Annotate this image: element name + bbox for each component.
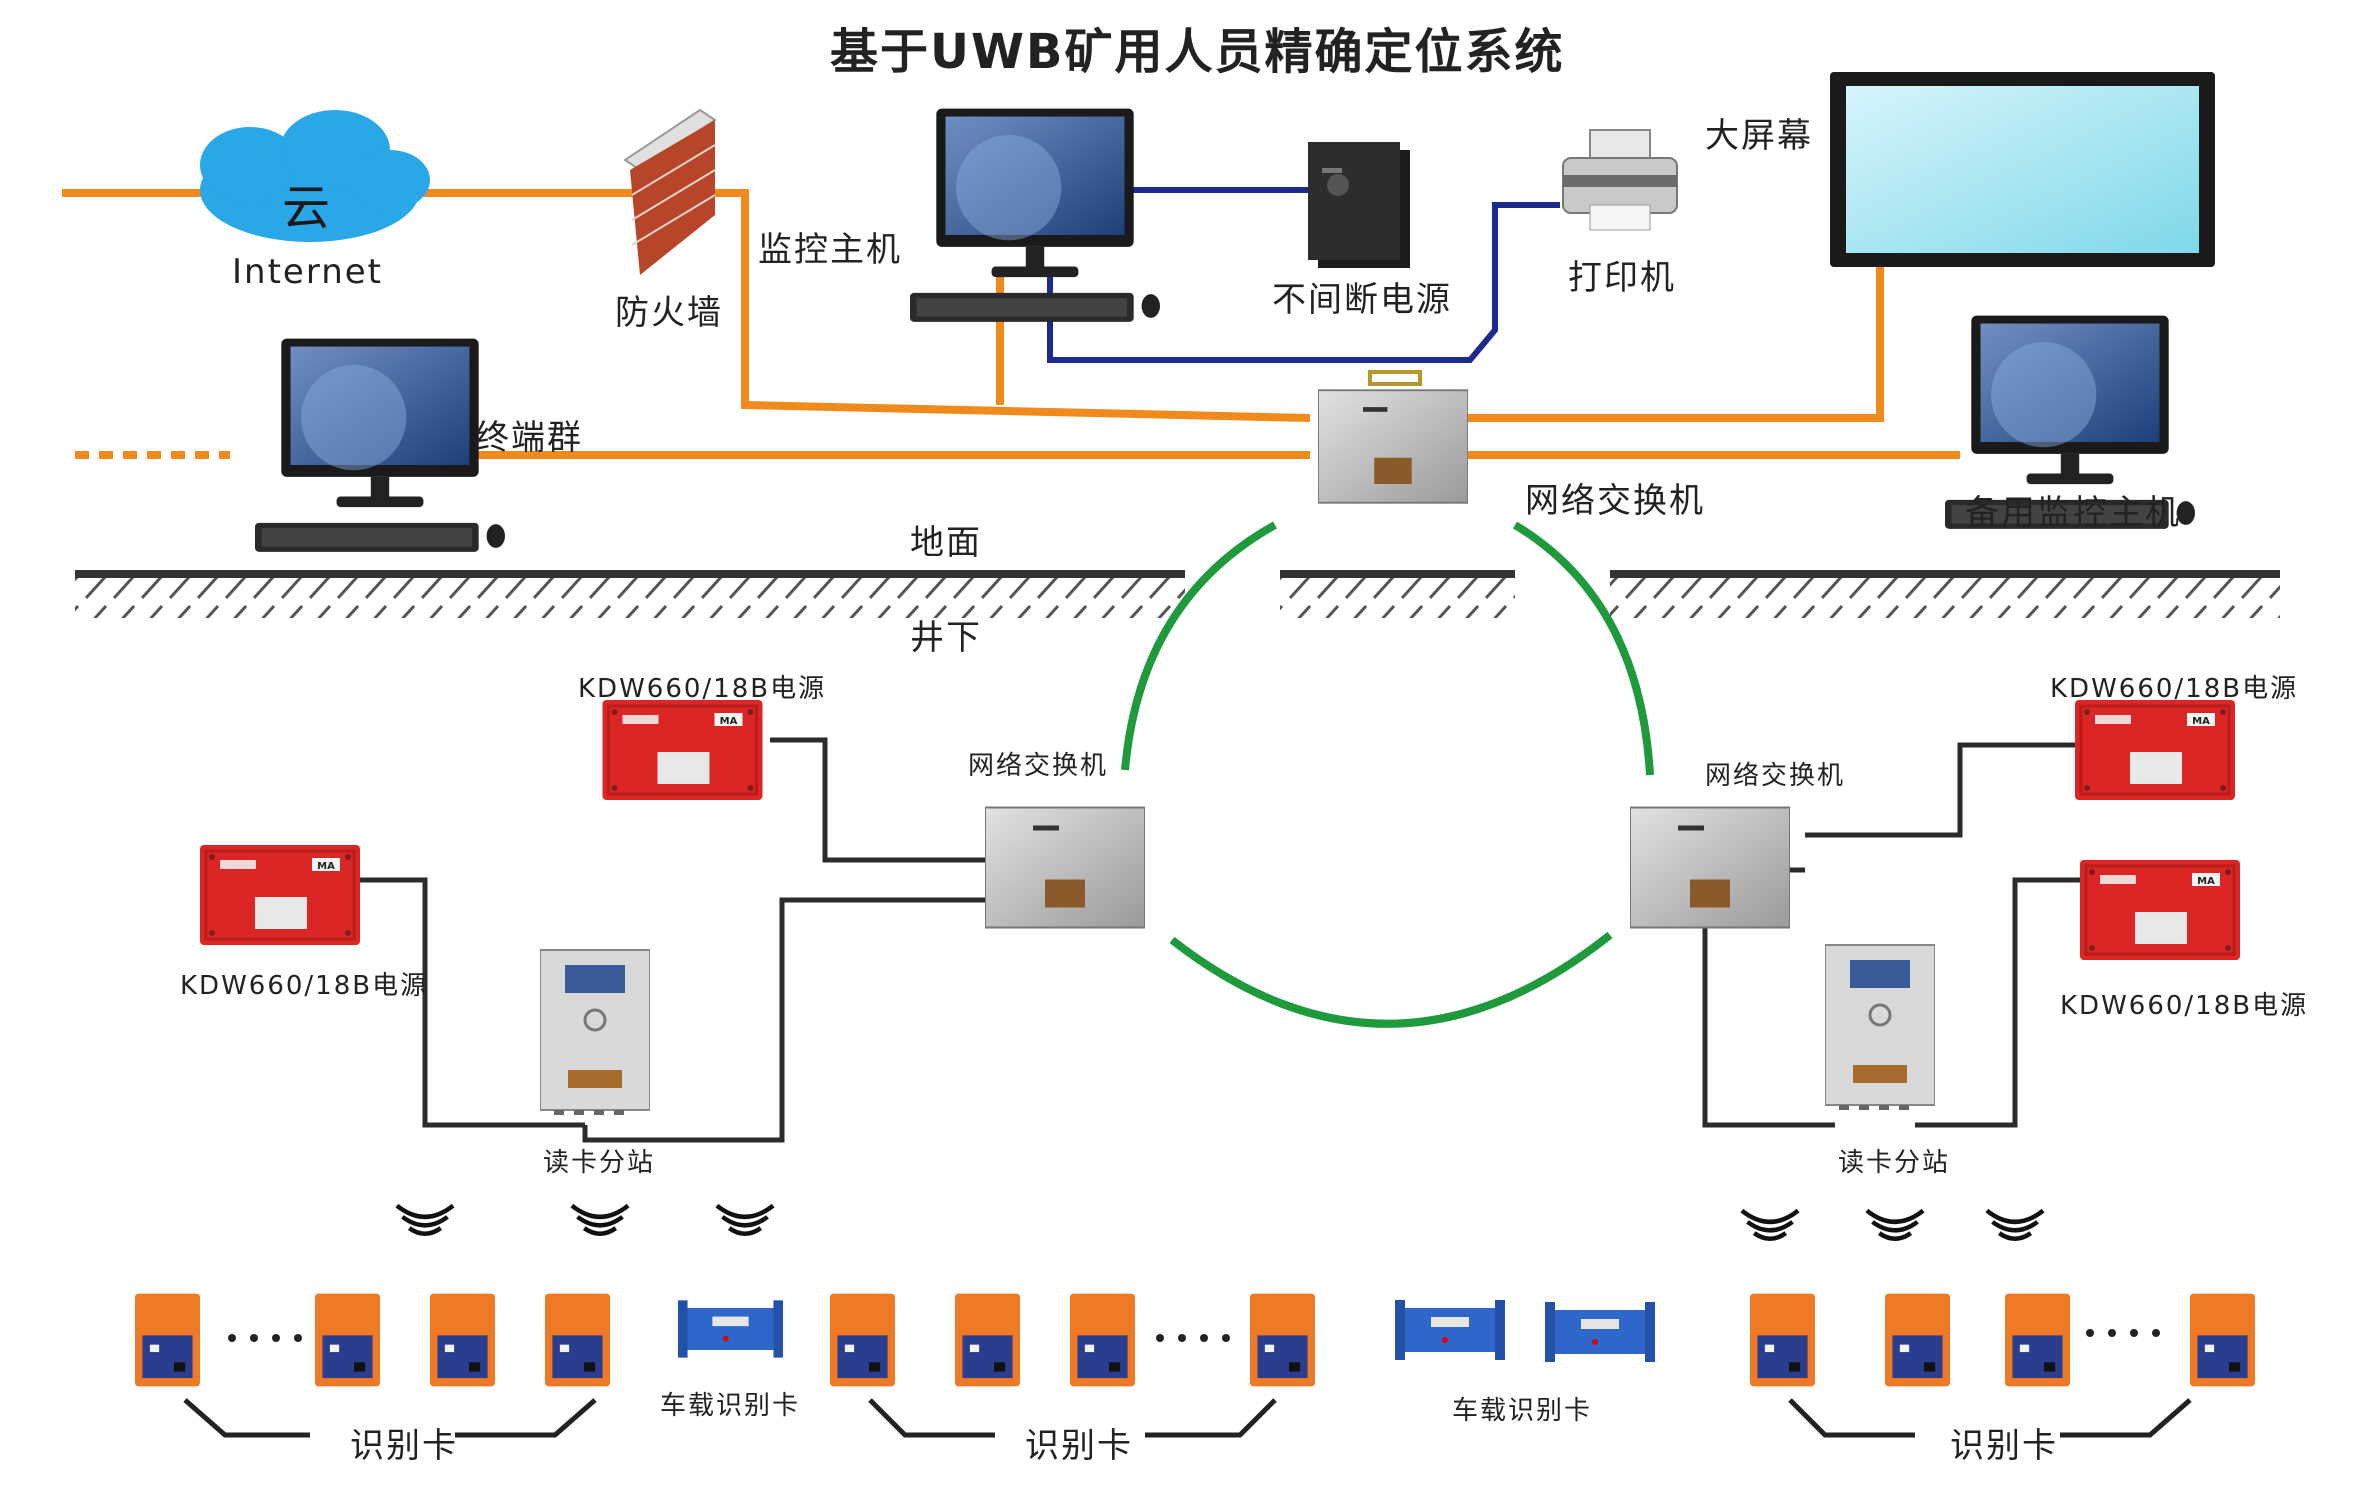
terminal-computer-icon: [255, 338, 505, 552]
psu-right-top-label: KDW660/18B电源: [2050, 674, 2299, 704]
backup-host-label: 备用监控主机: [1965, 493, 2181, 533]
ellipsis-dots: [228, 1329, 2160, 1342]
reader-station-right-icon: [1825, 943, 1935, 1110]
id-card-middle-label: 识别卡: [1025, 1426, 1133, 1466]
big-screen-icon: [1830, 72, 2215, 267]
psu-left-bottom-label: KDW660/18B电源: [180, 971, 429, 1001]
internet-cloud: [200, 110, 430, 242]
underground-label: 井下: [910, 618, 982, 658]
vehicle-card-middle-label: 车载识别卡: [1452, 1396, 1593, 1426]
ground-surface: [75, 570, 2280, 618]
vehicle-cards: [678, 1300, 1655, 1362]
psu-right-top-icon: [2075, 700, 2235, 800]
reader-station-left-label: 读卡分站: [543, 1148, 656, 1178]
underground-switch-left-icon: [985, 806, 1145, 929]
cloud-label: 云: [282, 180, 331, 236]
psu-left-top-label: KDW660/18B电源: [578, 674, 827, 704]
wireless-waves: [397, 1206, 2043, 1239]
id-card-right-label: 识别卡: [1950, 1426, 2058, 1466]
printer-icon: [1562, 129, 1678, 231]
underground-switch-left-label: 网络交换机: [968, 751, 1109, 781]
surface-switch-label: 网络交换机: [1525, 481, 1705, 521]
page-title: 基于UWB矿用人员精确定位系统: [830, 24, 1565, 80]
firewall-label: 防火墙: [615, 293, 723, 333]
id-card-left-label: 识别卡: [350, 1426, 458, 1466]
psu-left-bottom-icon: [200, 845, 360, 945]
underground-switch-right-icon: [1630, 806, 1790, 929]
reader-station-left-icon: [540, 948, 650, 1115]
terminal-group-label: 终端群: [475, 418, 583, 458]
internet-label: Internet: [232, 252, 384, 292]
monitor-host-label: 监控主机: [758, 230, 902, 270]
id-card-brackets: [183, 1398, 2192, 1438]
id-cards: [135, 1293, 2255, 1387]
ups-label: 不间断电源: [1272, 280, 1452, 320]
underground-switch-right-label: 网络交换机: [1705, 761, 1846, 791]
reader-station-right-label: 读卡分站: [1838, 1148, 1951, 1178]
firewall-icon: [623, 108, 717, 275]
vehicle-card-left-label: 车载识别卡: [660, 1391, 801, 1421]
psu-right-bottom-label: KDW660/18B电源: [2060, 991, 2309, 1021]
serial-lines: [1047, 187, 1560, 363]
ring-lines: [1121, 521, 1654, 1028]
big-screen-label: 大屏幕: [1705, 116, 1813, 156]
surface-switch-icon: [1318, 370, 1468, 504]
monitor-host-computer-icon: [910, 108, 1160, 322]
ground-label: 地面: [910, 523, 982, 563]
psu-right-bottom-icon: [2080, 860, 2240, 960]
ethernet-lines: [62, 189, 1960, 459]
psu-left-top-icon: [600, 700, 765, 800]
ups-icon: [1308, 142, 1410, 268]
printer-label: 打印机: [1568, 258, 1676, 298]
